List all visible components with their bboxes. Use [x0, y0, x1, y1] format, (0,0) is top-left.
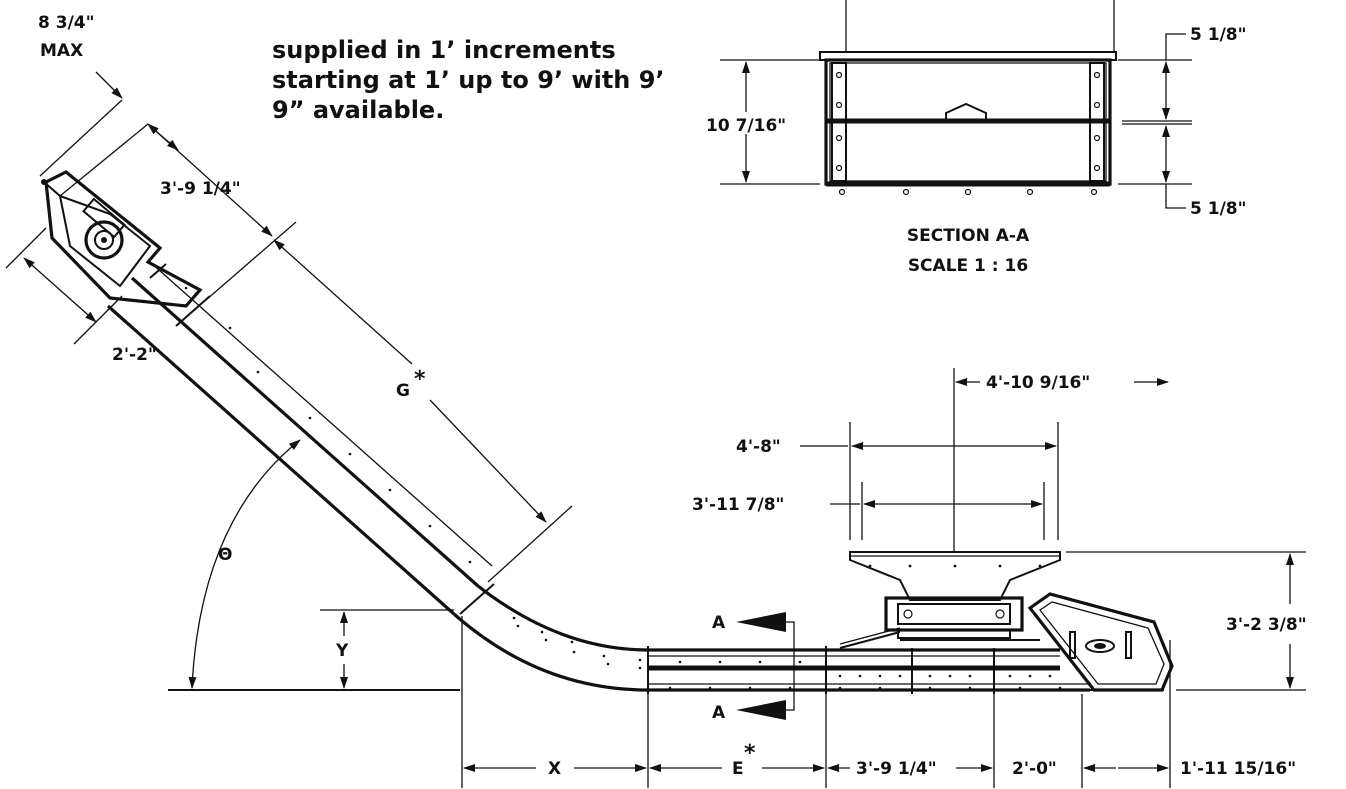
note-line-2: starting at 1’ up to 9’ with 9’ [272, 66, 665, 94]
section-arrow-upper [736, 612, 786, 632]
section-mark-upper: A [712, 613, 726, 633]
section-flange-right [1089, 62, 1105, 182]
tail-end-label: 1'-11 15/16" [1180, 759, 1296, 779]
horizontal-label: E [732, 759, 744, 779]
section-bottom-half-label: 5 1/8" [1190, 199, 1246, 219]
tail-section-label: 3'-9 1/4" [856, 759, 937, 779]
hopper-to-end-label: 4'-10 9/16" [986, 373, 1090, 393]
note-block: supplied in 1’ increments starting at 1’… [272, 36, 665, 124]
note-line-1: supplied in 1’ increments [272, 36, 616, 64]
hopper-top-label: 4'-8" [736, 437, 781, 457]
conveyor-body [41, 170, 1174, 694]
incline-lower-edge [106, 304, 456, 616]
section-title: SECTION A-A [907, 226, 1030, 246]
max-word: MAX [40, 41, 83, 61]
curve-upper [477, 584, 649, 652]
tail-takeup [1085, 639, 1115, 653]
head-width-label: 2'-2" [112, 345, 157, 365]
max-label: 8 3/4" [38, 13, 94, 33]
section-top-half-label: 5 1/8" [1190, 25, 1246, 45]
dimension-lines: 8 3/4" MAX 3'-9 1/4" 2'-2" G * Θ Y X [5, 13, 1307, 788]
tail-housing [1027, 592, 1174, 692]
section-height-label: 10 7/16" [706, 116, 786, 136]
section-scale: SCALE 1 : 16 [908, 256, 1028, 276]
hopper [849, 551, 1061, 601]
run-label: X [548, 759, 561, 779]
incline-upper-edge [130, 276, 480, 588]
rise-label: Y [335, 641, 349, 661]
angle-label: Θ [218, 545, 232, 565]
head-drive-sprocket [84, 220, 124, 260]
section-arrow-lower [736, 700, 786, 720]
hopper-offset-label: 2'-0" [1012, 759, 1057, 779]
section-flight [945, 102, 987, 121]
head-length-label: 3'-9 1/4" [160, 179, 241, 199]
hopper-inner-label: 3'-11 7/8" [692, 495, 784, 515]
incline-mark: * [414, 367, 426, 392]
incline-label: G [396, 381, 410, 401]
section-mark-lower: A [712, 703, 726, 723]
section-marks: A A [712, 612, 795, 723]
section-flange-left [831, 62, 847, 182]
horizontal-mark: * [744, 741, 756, 766]
note-line-3: 9” available. [272, 96, 444, 124]
curve-lower [452, 612, 649, 692]
angle-arc [188, 439, 301, 689]
section-a-a-view: 10 7/16" 5 1/8" 5 1/8" SECTION A-A SCALE… [706, 0, 1246, 276]
hopper-height-label: 3'-2 3/8" [1226, 615, 1307, 635]
